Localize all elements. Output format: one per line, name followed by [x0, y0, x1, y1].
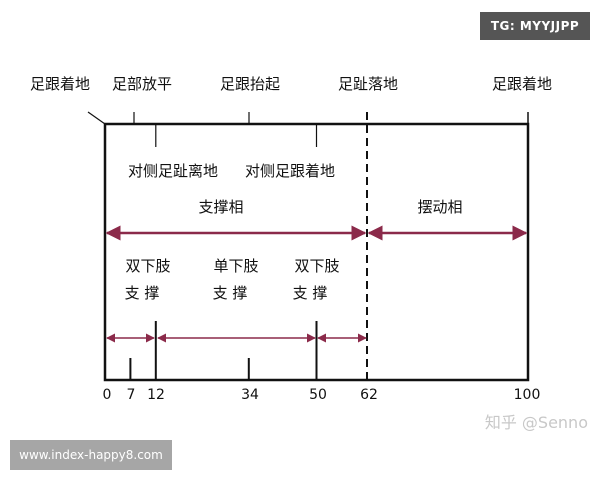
event-label: 足跟着地	[30, 75, 90, 93]
event-label: 足跟着地	[492, 75, 552, 93]
site-watermark: www.index-happy8.com	[10, 440, 172, 470]
contra-event-label: 对侧足跟着地	[245, 162, 335, 180]
tg-watermark: TG: MYYJJPP	[480, 12, 590, 40]
axis-tick-label: 62	[360, 387, 378, 403]
axis-tick-label: 34	[241, 387, 259, 403]
event-label: 足跟抬起	[220, 75, 280, 93]
stance-phase-label: 支撑相	[198, 198, 243, 216]
swing-phase-label: 摆动相	[417, 198, 462, 216]
event-label: 足部放平	[112, 75, 172, 93]
contra-event-label: 对侧足趾离地	[128, 162, 218, 180]
axis-tick-label: 50	[309, 387, 327, 403]
support-label: 支 撑	[293, 284, 328, 302]
axis-tick-label: 0	[103, 387, 112, 403]
event-label: 足趾落地	[338, 75, 398, 93]
heel-strike-pointer	[87, 111, 106, 125]
support-label: 双下肢	[294, 257, 339, 275]
support-label: 单下肢	[213, 257, 258, 275]
axis-tick-label: 12	[147, 387, 165, 403]
support-label: 支 撑	[213, 284, 248, 302]
support-label: 支 撑	[125, 284, 160, 302]
support-label: 双下肢	[125, 257, 170, 275]
axis-tick-label: 7	[127, 387, 136, 403]
zhihu-watermark: 知乎 @Senno	[485, 413, 588, 432]
axis-tick-label: 100	[514, 387, 541, 403]
